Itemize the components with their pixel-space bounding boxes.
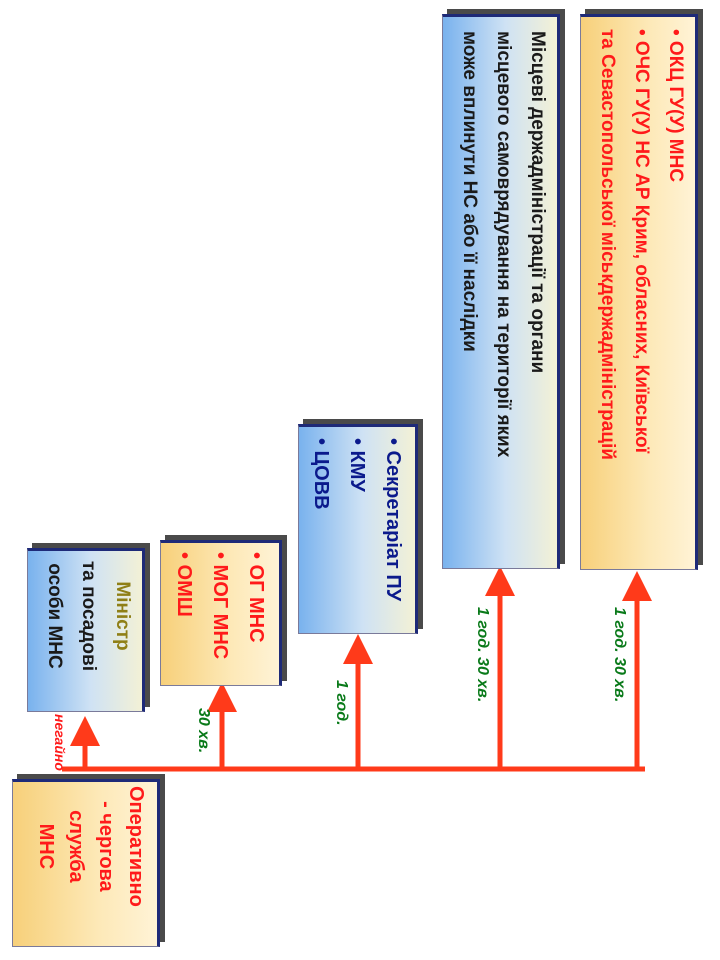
source-box-text: Оперативно - чергова служба МНС bbox=[31, 786, 151, 907]
minister-box: Міністр та посадові особи МНС bbox=[27, 548, 145, 712]
og-line: • ОГ МНС bbox=[245, 552, 267, 643]
regional-box: • ОКЦ ГУ(У) МНС • ОЧС ГУ(У) НС АР Крим, … bbox=[580, 14, 698, 570]
source-line: служба bbox=[65, 810, 87, 883]
minister-line: Міністр bbox=[112, 581, 133, 651]
og-line: • ОМШ bbox=[173, 552, 195, 617]
og-line: • МОГ МНС bbox=[209, 552, 231, 660]
secretariat-box-text: • Секретаріат ПУ • КМУ • ЦОВВ bbox=[303, 438, 411, 601]
local-time-label: 1 год. 30 хв. bbox=[474, 607, 491, 703]
source-line: МНС bbox=[35, 823, 57, 870]
regional-line: • ОЧС ГУ(У) НС АР Крим, обласних, Київсь… bbox=[631, 29, 652, 453]
local-box: Місцеві держадміністрації та органи місц… bbox=[442, 14, 560, 569]
regional-line: та Севастопольської міськдержадміністрац… bbox=[597, 29, 618, 460]
local-box-text: Місцеві держадміністрації та органи місц… bbox=[452, 31, 554, 457]
minister-line: особи МНС bbox=[44, 563, 65, 669]
regional-time-label: 1 год. 30 хв. bbox=[611, 607, 628, 703]
og-box-text: • ОГ МНС • МОГ МНС • ОМШ bbox=[166, 552, 274, 659]
secretariat-line: • КМУ bbox=[346, 438, 368, 492]
secretariat-box: • Секретаріат ПУ • КМУ • ЦОВВ bbox=[298, 424, 418, 634]
local-line: Місцеві держадміністрації та органи bbox=[527, 30, 548, 373]
local-line: місцевого самоврядування на території як… bbox=[493, 30, 514, 457]
secretariat-time-label: 1 год. bbox=[333, 680, 350, 726]
local-line: може вплинути НС або її наслідки bbox=[459, 30, 480, 352]
minister-box-text: Міністр та посадові особи МНС bbox=[37, 561, 139, 671]
regional-line: • ОКЦ ГУ(У) МНС bbox=[665, 29, 686, 183]
immediate-label: негайно bbox=[52, 714, 68, 771]
regional-box-text: • ОКЦ ГУ(У) МНС • ОЧС ГУ(У) НС АР Крим, … bbox=[590, 29, 692, 460]
minister-line: та посадові bbox=[78, 561, 99, 671]
source-line: - чергова bbox=[95, 801, 117, 892]
secretariat-line: • ЦОВВ bbox=[310, 438, 332, 510]
source-box: Оперативно - чергова служба МНС bbox=[12, 779, 160, 947]
og-box: • ОГ МНС • МОГ МНС • ОМШ bbox=[160, 540, 282, 686]
secretariat-line: • Секретаріат ПУ bbox=[382, 438, 404, 602]
source-line: Оперативно bbox=[125, 786, 147, 907]
og-time-label: 30 хв. bbox=[195, 708, 212, 754]
